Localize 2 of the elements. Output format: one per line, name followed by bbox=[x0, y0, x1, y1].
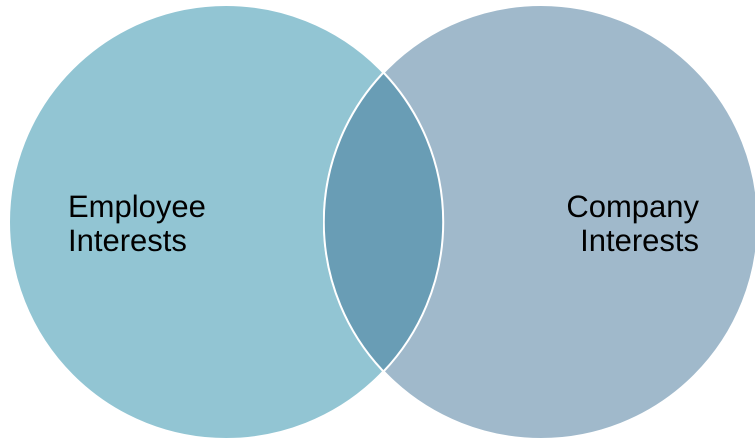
circle-label: Employee Interests bbox=[68, 190, 207, 258]
circle-label: Company Interests bbox=[565, 190, 699, 258]
